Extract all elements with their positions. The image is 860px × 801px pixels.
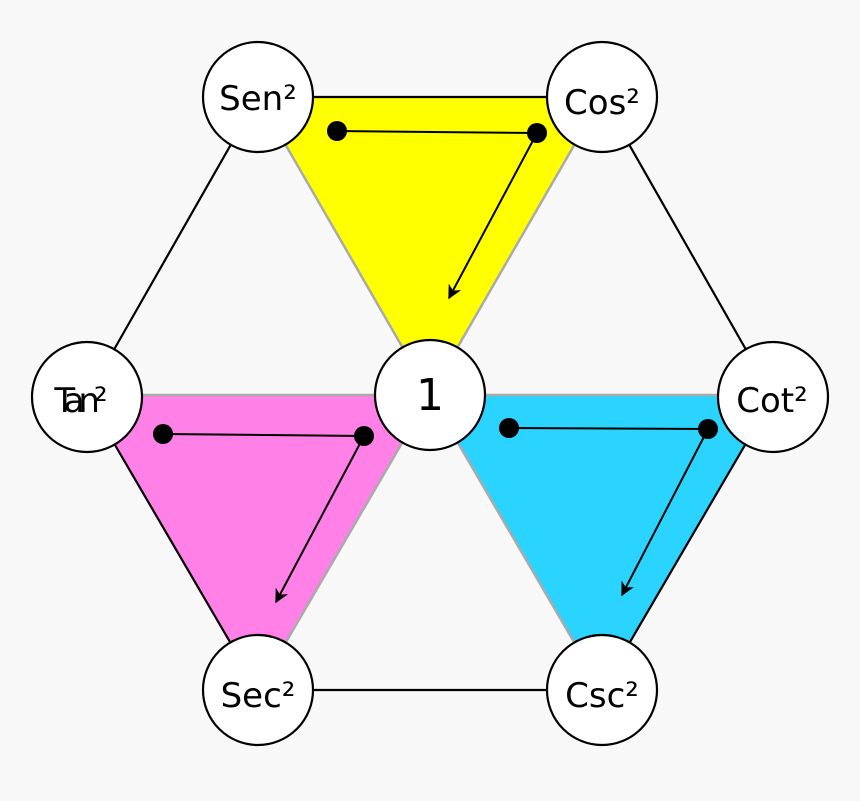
node-cot2 [716,340,830,454]
arrows [162,130,709,604]
label-tan2: Tan² [53,381,106,421]
hexagon-edges [86,96,774,692]
label-sen2: Sen² [219,79,297,119]
label-csc2: Csc² [565,676,639,716]
outer-triangle-edges [86,95,774,691]
label-cos2: Cos² [564,83,640,123]
node-one [373,338,487,452]
node-sec2 [201,633,315,747]
left-triangle [87,395,430,690]
label-one: 1 [416,370,444,421]
label-cot2: Cot² [736,381,808,421]
arrow-dots [153,121,718,446]
node-cos2 [545,40,659,154]
node-csc2 [545,633,659,747]
node-sen2 [201,40,315,154]
label-sec2: Sec² [221,676,296,716]
node-tan2 [30,340,144,454]
